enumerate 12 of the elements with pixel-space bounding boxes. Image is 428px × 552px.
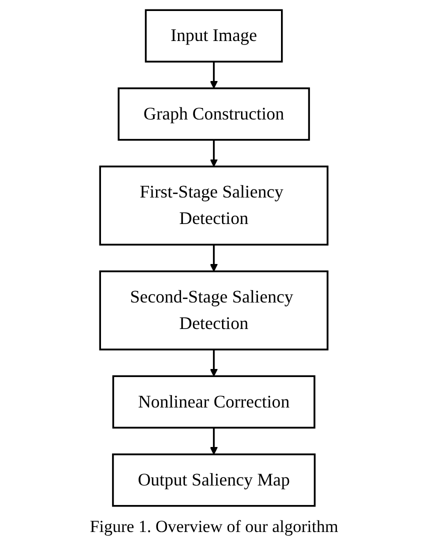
node-box: First-Stage Saliency Detection (99, 165, 329, 246)
node-box: Graph Construction (118, 86, 310, 140)
arrow (210, 349, 218, 376)
figure-caption: Figure 1. Overview of our algorithm (90, 517, 338, 537)
node-box: Second-Stage Saliency Detection (99, 270, 329, 350)
node-box: Nonlinear Correction (112, 374, 316, 428)
arrow (210, 244, 218, 272)
arrow (210, 427, 218, 454)
node-box: Output Saliency Map (112, 452, 316, 506)
node-box: Input Image (145, 8, 283, 62)
arrow (210, 139, 218, 166)
arrow (210, 61, 218, 88)
